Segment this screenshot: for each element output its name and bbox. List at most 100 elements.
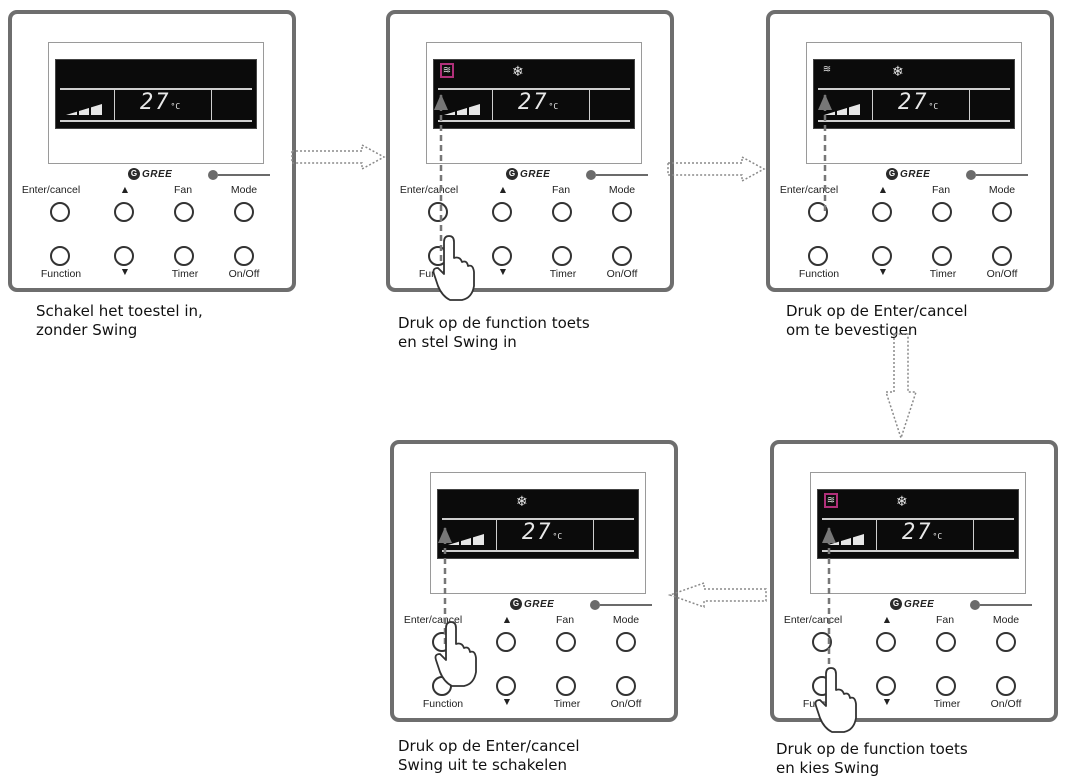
function-button[interactable] bbox=[428, 246, 448, 266]
on-off-button[interactable] bbox=[612, 246, 632, 266]
function-button[interactable] bbox=[432, 676, 452, 696]
temperature-box bbox=[114, 88, 212, 120]
remote-panel-step-4: ≋ ❄ 27°C G GREE Enter/cancel ▲ Fan Mode … bbox=[390, 440, 678, 722]
lcd-divider bbox=[818, 88, 1010, 90]
down-button[interactable] bbox=[492, 246, 512, 266]
down-label: ▼ bbox=[497, 266, 509, 278]
mode-button[interactable] bbox=[616, 632, 636, 652]
caption-line: om te bevestigen bbox=[786, 321, 918, 339]
down-label: ▼ bbox=[881, 696, 893, 708]
gree-logo-text: GREE bbox=[900, 168, 931, 180]
temperature-display: 27°C bbox=[898, 90, 938, 115]
caption-line: Schakel het toestel in, bbox=[36, 302, 203, 320]
enter-cancel-button[interactable] bbox=[812, 632, 832, 652]
snowflake-icon: ❄ bbox=[516, 493, 528, 509]
gree-logo-text: GREE bbox=[904, 598, 935, 610]
arrow-step-5-to-4 bbox=[667, 581, 767, 609]
timer-button[interactable] bbox=[552, 246, 572, 266]
caption-step-2: Druk op de function toets en stel Swing … bbox=[398, 314, 590, 352]
down-label: ▼ bbox=[877, 266, 889, 278]
enter-cancel-button[interactable] bbox=[50, 202, 70, 222]
temperature-display: 27°C bbox=[518, 90, 558, 115]
lcd-divider bbox=[442, 550, 634, 552]
mode-button[interactable] bbox=[996, 632, 1016, 652]
up-button[interactable] bbox=[496, 632, 516, 652]
caption-step-4: Druk op de Enter/cancel Swing uit te sch… bbox=[398, 737, 580, 775]
fan-button[interactable] bbox=[556, 632, 576, 652]
enter-cancel-button[interactable] bbox=[432, 632, 452, 652]
indicator-line bbox=[596, 174, 648, 176]
gree-logo-text: GREE bbox=[520, 168, 551, 180]
temperature-unit: °C bbox=[928, 102, 939, 111]
snowflake-icon: ❄ bbox=[896, 493, 908, 509]
lcd-screen: ≋ ❄ 27°C bbox=[55, 59, 257, 129]
on-off-button[interactable] bbox=[616, 676, 636, 696]
timer-button[interactable] bbox=[174, 246, 194, 266]
down-button[interactable] bbox=[496, 676, 516, 696]
temperature-box bbox=[876, 518, 974, 550]
up-button[interactable] bbox=[492, 202, 512, 222]
fan-button[interactable] bbox=[552, 202, 572, 222]
up-button[interactable] bbox=[876, 632, 896, 652]
enter-cancel-button[interactable] bbox=[428, 202, 448, 222]
up-button[interactable] bbox=[872, 202, 892, 222]
gree-logo-mark: G bbox=[886, 168, 898, 180]
lcd-screen: ≋ ❄ 27°C bbox=[817, 489, 1019, 559]
on-off-button[interactable] bbox=[234, 246, 254, 266]
mode-button[interactable] bbox=[992, 202, 1012, 222]
timer-button[interactable] bbox=[936, 676, 956, 696]
temperature-unit: °C bbox=[932, 532, 943, 541]
swing-icon: ≋ bbox=[440, 63, 454, 78]
indicator-line bbox=[600, 604, 652, 606]
power-indicator-led bbox=[208, 170, 218, 180]
down-button[interactable] bbox=[114, 246, 134, 266]
gree-logo: G GREE bbox=[510, 596, 554, 612]
caption-line: Druk op de function toets bbox=[398, 314, 590, 332]
up-button[interactable] bbox=[114, 202, 134, 222]
fan-button[interactable] bbox=[936, 632, 956, 652]
remote-panel-step-3: ≋ ❄ 27°C G GREE Enter/cancel ▲ Fan Mode … bbox=[766, 10, 1054, 292]
lcd-divider bbox=[822, 518, 1014, 520]
lcd-divider bbox=[438, 120, 630, 122]
temperature-value: 27 bbox=[522, 520, 553, 545]
timer-button[interactable] bbox=[932, 246, 952, 266]
up-label: ▲ bbox=[501, 614, 513, 626]
fan-button[interactable] bbox=[174, 202, 194, 222]
function-button[interactable] bbox=[808, 246, 828, 266]
fan-button[interactable] bbox=[932, 202, 952, 222]
mode-label: Mode bbox=[612, 614, 640, 626]
enter-cancel-label: Enter/cancel bbox=[779, 184, 839, 196]
timer-button[interactable] bbox=[556, 676, 576, 696]
enter-cancel-button[interactable] bbox=[808, 202, 828, 222]
fan-speed-icon bbox=[66, 104, 102, 115]
display-frame: ≋ ❄ 27°C bbox=[806, 42, 1022, 164]
mode-label: Mode bbox=[230, 184, 258, 196]
function-button[interactable] bbox=[812, 676, 832, 696]
fan-speed-icon bbox=[824, 104, 860, 115]
on-off-button[interactable] bbox=[996, 676, 1016, 696]
mode-button[interactable] bbox=[234, 202, 254, 222]
fan-speed-icon bbox=[448, 534, 484, 545]
gree-logo-mark: G bbox=[510, 598, 522, 610]
arrow-step-2-to-3 bbox=[667, 155, 766, 183]
power-indicator-led bbox=[970, 600, 980, 610]
indicator-line bbox=[976, 174, 1028, 176]
swing-icon: ≋ bbox=[822, 64, 832, 75]
fan-label: Fan bbox=[931, 184, 951, 196]
temperature-display: 27°C bbox=[522, 520, 562, 545]
gree-logo-text: GREE bbox=[142, 168, 173, 180]
temperature-box bbox=[872, 88, 970, 120]
fan-label: Fan bbox=[173, 184, 193, 196]
temperature-display: 27°C bbox=[902, 520, 942, 545]
power-indicator-led bbox=[586, 170, 596, 180]
mode-button[interactable] bbox=[612, 202, 632, 222]
remote-panel-step-1: ≋ ❄ 27°C G GREE Enter/cancel ▲ Fan Mode … bbox=[8, 10, 296, 292]
on-off-button[interactable] bbox=[992, 246, 1012, 266]
down-button[interactable] bbox=[872, 246, 892, 266]
temperature-value: 27 bbox=[902, 520, 933, 545]
remote-panel-step-5: ≋ ❄ 27°C G GREE Enter/cancel ▲ Fan Mode … bbox=[770, 440, 1058, 722]
function-button[interactable] bbox=[50, 246, 70, 266]
enter-cancel-label: Enter/cancel bbox=[399, 184, 459, 196]
down-button[interactable] bbox=[876, 676, 896, 696]
temperature-value: 27 bbox=[898, 90, 929, 115]
